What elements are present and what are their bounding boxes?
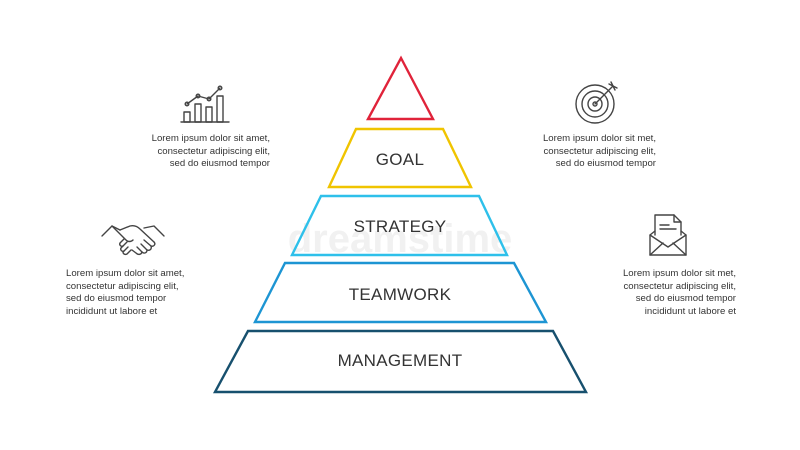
text-line: sed do eiusmod tempor xyxy=(635,293,736,305)
tier-label-management: MANAGEMENT xyxy=(338,351,463,370)
pyramid-tier-5 xyxy=(212,329,589,394)
text-line: sed do eiusmod tempor xyxy=(66,293,167,305)
pyramid-tier-3 xyxy=(290,194,509,257)
text-block-bottom-left: Lorem ipsum dolor sit amet, consectetur … xyxy=(66,268,226,318)
text-line: Lorem ipsum dolor sit amet, xyxy=(66,268,185,279)
tier-label-teamwork: TEAMWORK xyxy=(349,285,452,304)
tier-label-strategy: STRATEGY xyxy=(354,217,447,236)
text-block-top-right: Lorem ipsum dolor sit met, consectetur a… xyxy=(498,133,656,171)
pyramid-tier-2 xyxy=(327,127,473,189)
text-line: consectetur adipiscing elit, xyxy=(623,280,736,292)
text-block-bottom-right: Lorem ipsum dolor sit met, consectetur a… xyxy=(574,268,736,318)
pyramid-tier-1 xyxy=(365,55,435,121)
target-icon xyxy=(575,81,618,124)
text-line: Lorem ipsum dolor sit amet, xyxy=(151,133,270,144)
text-line: Lorem ipsum dolor sit met, xyxy=(622,268,736,279)
text-line: incididunt ut labore et xyxy=(66,305,158,317)
text-line: sed do eiusmod tempor xyxy=(555,158,656,170)
watermark: dreamstime xyxy=(288,217,513,261)
text-line: consectetur adipiscing elit, xyxy=(543,145,656,157)
pyramid-tier-4 xyxy=(253,261,549,324)
bar-chart-icon xyxy=(180,85,230,123)
tier-label-goal: GOAL xyxy=(376,150,424,169)
handshake-icon xyxy=(101,224,165,256)
text-line: sed do eiusmod tempor xyxy=(169,158,270,170)
envelope-icon xyxy=(649,214,687,256)
text-block-top-left: Lorem ipsum dolor sit amet, consectetur … xyxy=(120,133,270,171)
text-line: incididunt ut labore et xyxy=(644,305,736,317)
text-line: Lorem ipsum dolor sit met, xyxy=(542,133,656,144)
text-line: consectetur adipiscing elit, xyxy=(66,280,179,292)
text-line: consectetur adipiscing elit, xyxy=(157,145,270,157)
